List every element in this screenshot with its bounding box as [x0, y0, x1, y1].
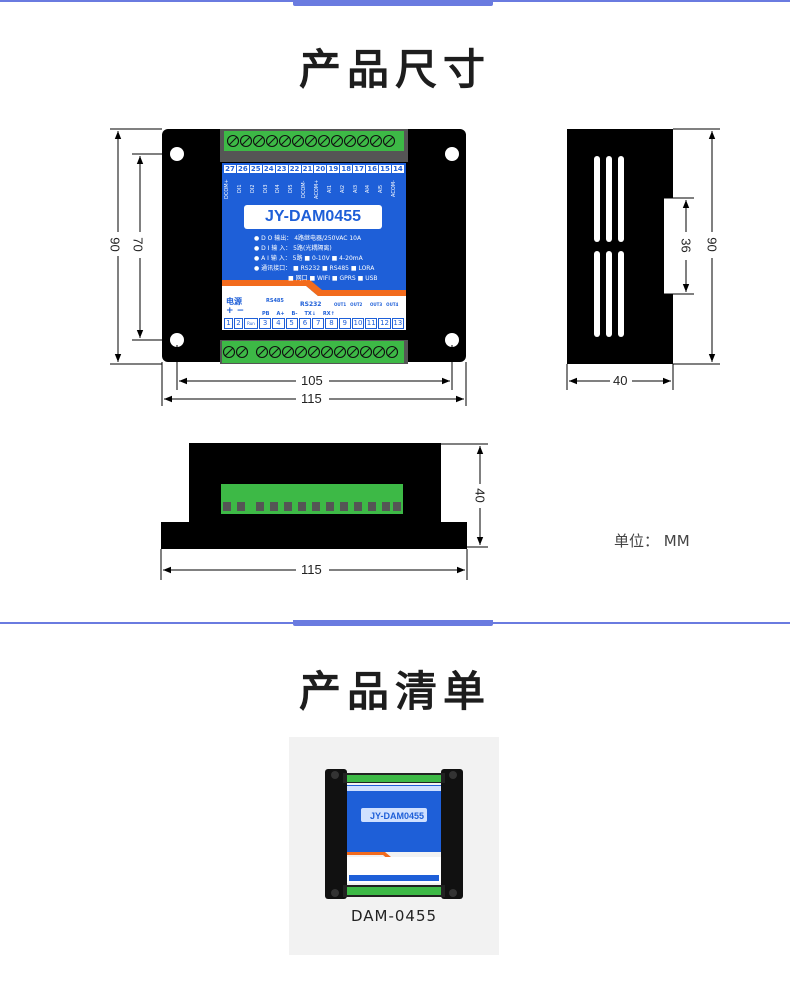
terminal-label: DI1: [236, 184, 243, 194]
pin-label: A+: [276, 311, 285, 317]
terminal-label: DI2: [249, 184, 256, 194]
out-labels-a: OUT1 OUT2: [334, 302, 362, 307]
terminal-number: 27: [224, 165, 236, 173]
terminal-number: 4: [272, 318, 285, 329]
side-dimensions: [566, 128, 720, 390]
dim-front-height-outer: 90: [107, 237, 123, 252]
terminal-number: 1: [224, 318, 233, 329]
spec-comm-2: ■ 网口 ■ WIFI ■ GPRS ■ USB: [288, 275, 378, 282]
terminal-number: 26: [236, 165, 249, 173]
spec-ai: ● A I 输 入： 5路 ■ 0-10V ■ 4-20mA: [254, 255, 363, 262]
terminal-number: 20: [314, 165, 327, 173]
terminal-label: DCOM-: [301, 180, 308, 198]
terminal-number: 25: [249, 165, 262, 173]
dim-front-height-holes: 70: [130, 237, 146, 252]
out-label: OUT2: [350, 302, 363, 307]
terminal-number: 13: [391, 318, 404, 329]
terminal-number: 23: [275, 165, 288, 173]
out-label: OUT3: [370, 302, 383, 307]
dim-front-width-holes: 105: [301, 373, 323, 388]
terminal-number: 7: [312, 318, 325, 329]
rs232-label: RS232: [300, 301, 322, 308]
terminal-number: 18: [340, 165, 353, 173]
run-label: Run: [244, 318, 258, 329]
terminal-number: 24: [262, 165, 275, 173]
spec-di: ● D I 输 入： 5路(光耦隔离): [254, 245, 332, 252]
terminal-number: 6: [298, 318, 312, 329]
terminal-label: AI4: [365, 184, 372, 194]
terminal-number: 8: [325, 318, 338, 329]
model-label: JY-DAM0455: [244, 205, 382, 229]
bottom-dimensions: [160, 443, 488, 580]
terminal-number: 2: [234, 318, 243, 329]
rs485-label: RS485: [266, 298, 284, 304]
spec-do: ● D O 输出： 4路继电器/250VAC 10A: [254, 235, 362, 242]
terminal-number: 3: [259, 318, 272, 329]
product-name: DAM-0455: [350, 907, 438, 925]
pin-label: TX↓: [304, 311, 316, 317]
terminal-number: 14: [391, 165, 404, 173]
dim-bottom-height: 40: [472, 488, 488, 503]
terminal-number: 10: [351, 318, 365, 329]
dim-bottom-width: 115: [301, 562, 322, 577]
dim-side-inner: 36: [678, 238, 694, 253]
out-label: OUT4: [386, 302, 399, 307]
terminal-label: AI5: [378, 184, 385, 194]
terminal-label: DI3: [262, 184, 269, 194]
bottom-view: [161, 443, 467, 549]
pin-label: RX↑: [322, 311, 335, 317]
terminal-label: ACOM+: [314, 179, 321, 199]
section-title-product-list: 产品清单: [298, 667, 491, 716]
front-dimensions: [110, 128, 467, 406]
side-view: [567, 129, 673, 364]
dim-side-depth: 40: [613, 373, 628, 388]
terminal-number: 9: [338, 318, 351, 329]
top-terminal-labels: DCOM+ DI1 DI2 DI3 DI4 DI5 DCOM- ACOM+ AI…: [224, 178, 404, 200]
section-divider-tab-top: [293, 0, 493, 6]
top-terminal-numbers: 27 26 25 24 23 22 21 20 19 18 17 16 15 1…: [224, 165, 404, 173]
out-labels-b: OUT3 OUT4: [370, 302, 398, 307]
section-title-dimensions: 产品尺寸: [298, 45, 491, 94]
product-model-label: JY-DAM0455: [369, 811, 425, 821]
out-label: OUT1: [334, 302, 347, 307]
terminal-number: 16: [366, 165, 379, 173]
terminal-number: 22: [288, 165, 301, 173]
unit-label: 单位： MM: [614, 532, 690, 550]
terminal-number: 17: [353, 165, 366, 173]
terminal-label: DI4: [275, 184, 282, 194]
bottom-terminal-numbers: 1 2 Run 3 4 5 6 7 8 9 10 11 12 13: [224, 318, 404, 329]
pin-label: B-: [291, 311, 298, 317]
terminal-number: 11: [365, 318, 378, 329]
pin-label: PB: [262, 311, 270, 317]
terminal-number: 12: [378, 318, 391, 329]
dim-front-width-outer: 115: [301, 391, 322, 406]
section-divider-tab-list: [293, 620, 493, 626]
terminal-label: DI5: [288, 184, 295, 194]
terminal-number: 5: [285, 318, 298, 329]
pin-labels: PB A+ B- TX↓ RX↑: [262, 311, 335, 317]
dimension-drawings: [110, 128, 720, 580]
front-view: [162, 129, 466, 364]
terminal-number: 21: [301, 165, 314, 173]
product-photo: [325, 769, 463, 899]
product-card: JY-DAM0455 DAM-0455: [289, 737, 499, 955]
terminal-number: 15: [379, 165, 391, 173]
power-signs: + −: [226, 306, 245, 316]
terminal-label: ACOM-: [391, 180, 398, 198]
terminal-label: DCOM+: [224, 179, 230, 199]
terminal-label: AI2: [339, 184, 346, 194]
terminal-number: 19: [327, 165, 340, 173]
power-label: 电源: [226, 297, 242, 306]
spec-list: ● D O 输出： 4路继电器/250VAC 10A ● D I 输 入： 5路…: [254, 234, 378, 284]
terminal-label: AI3: [352, 184, 359, 194]
spec-comm: ● 通讯接口： ■ RS232 ■ RS485 ■ LORA: [254, 265, 375, 272]
dim-side-height: 90: [704, 237, 720, 252]
terminal-label: AI1: [326, 184, 333, 194]
